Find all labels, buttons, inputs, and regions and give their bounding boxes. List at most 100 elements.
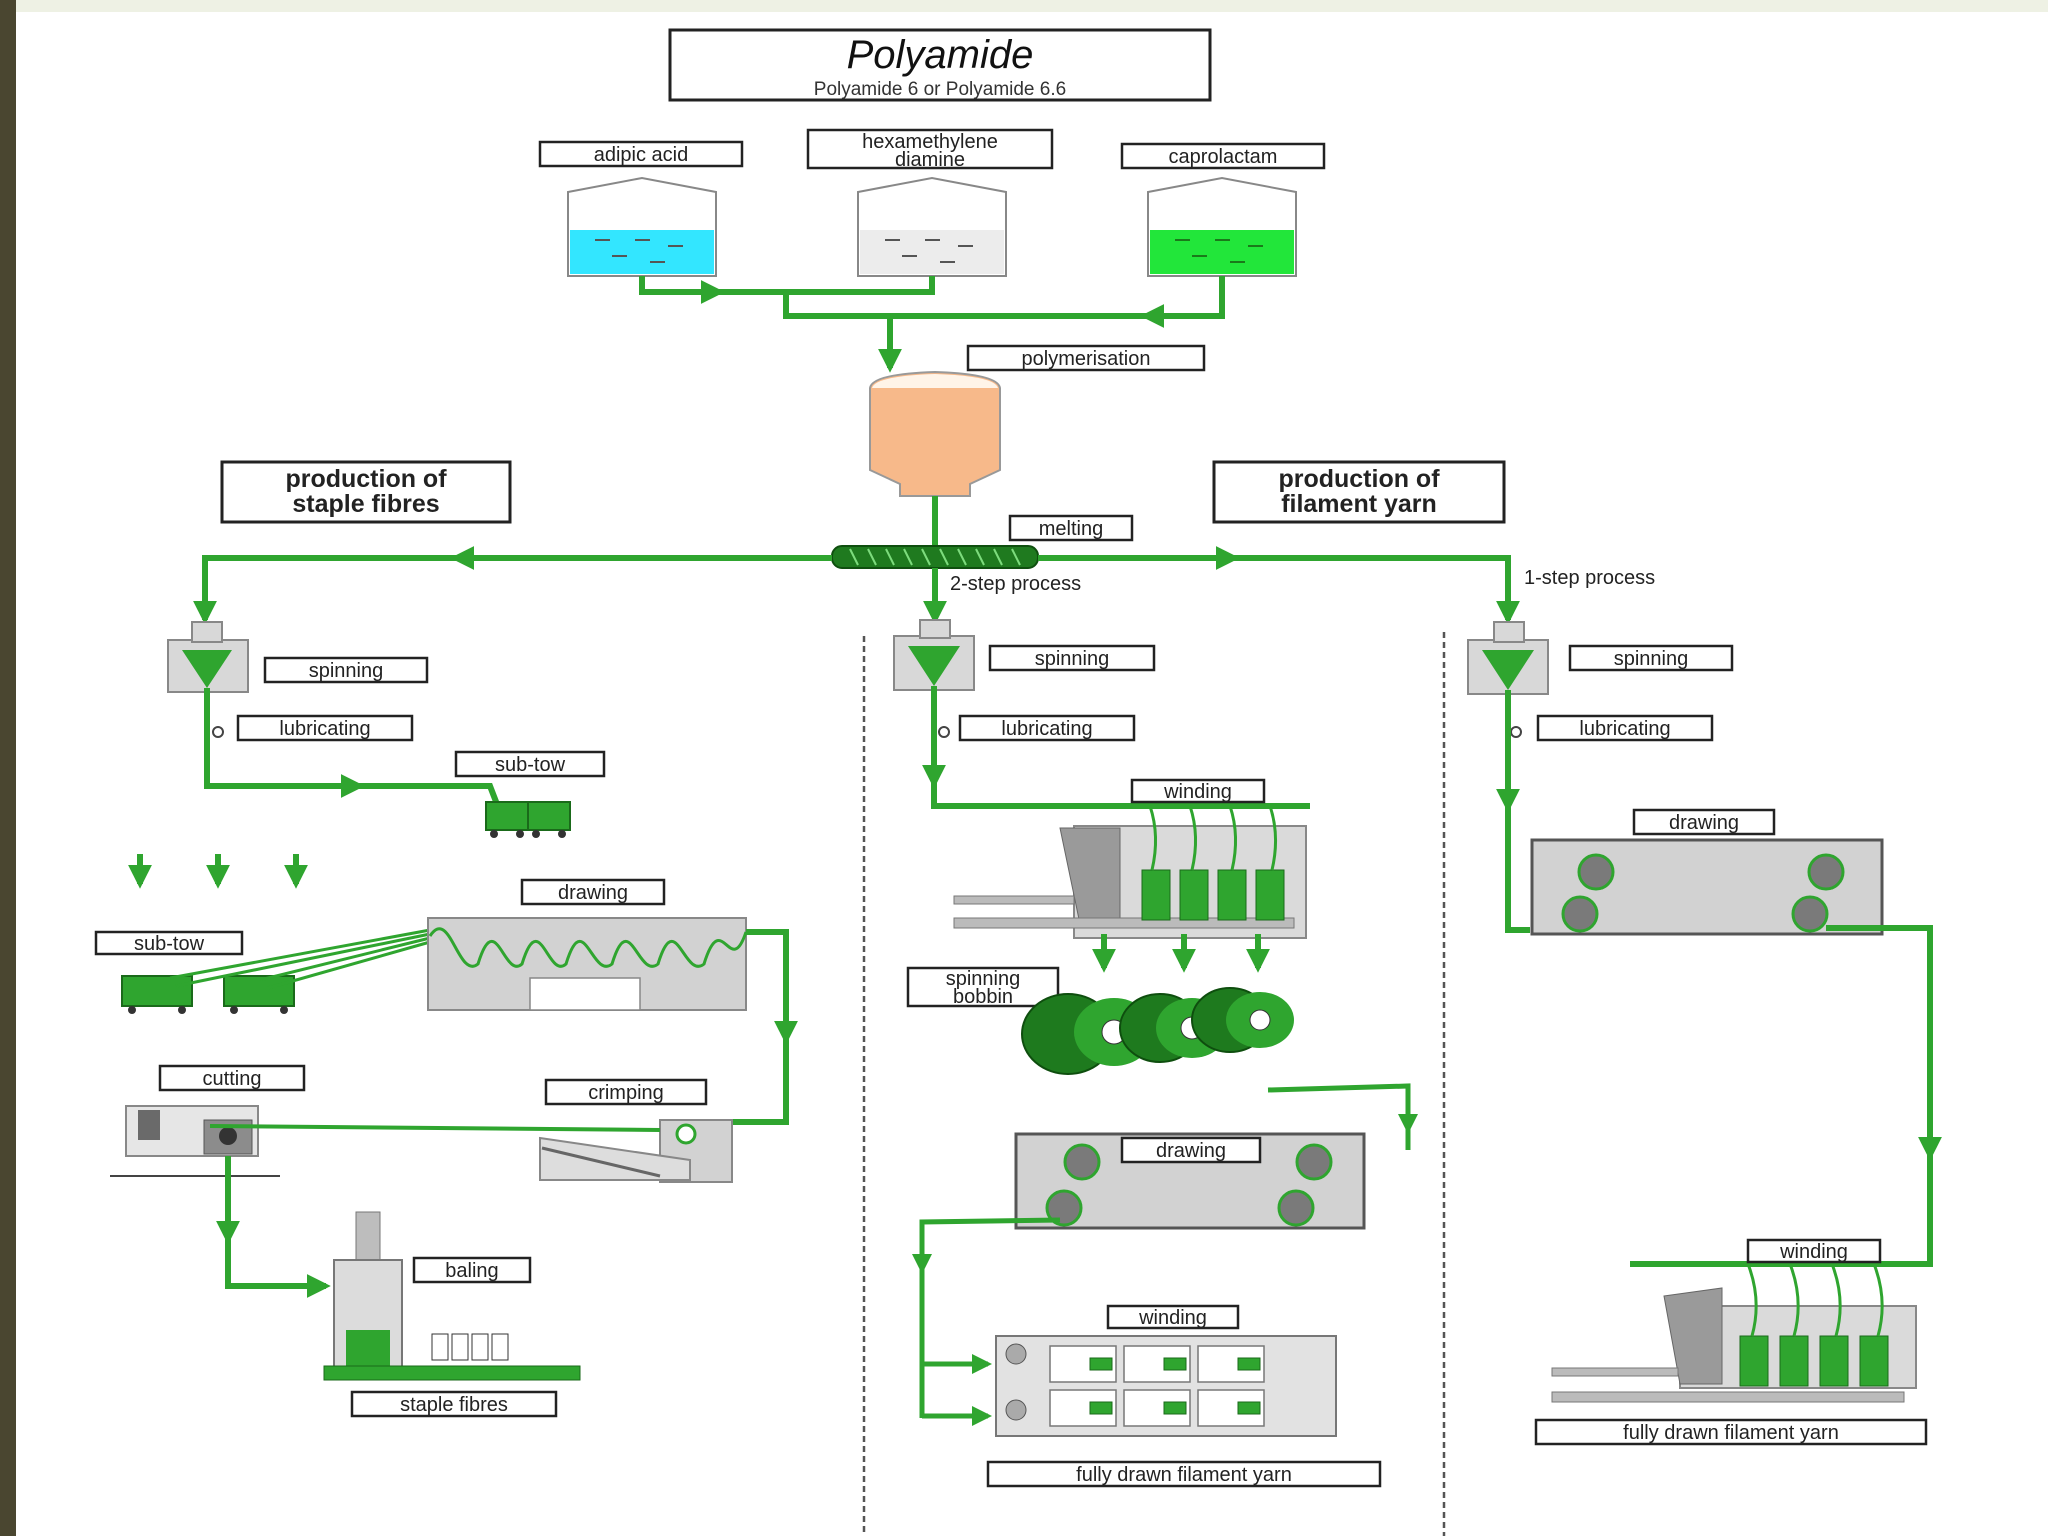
hexamethylene-diamine-label: hexamethylene diamine [806, 128, 1054, 171]
staple-drawing-label: drawing [520, 878, 666, 906]
two-step-spinning-label: spinning [988, 644, 1156, 672]
one-step-drawing-label: drawing [1632, 808, 1776, 836]
staple-lubricating-roll [212, 726, 224, 738]
polymerisation-label: polymerisation [966, 344, 1206, 372]
staple-subtow-label-top: sub-tow [454, 750, 606, 778]
one-step-drawing-machine [1530, 838, 1884, 936]
title-box: Polyamide Polyamide 6 or Polyamide 6.6 [668, 28, 1212, 102]
svg-text:spinning: spinning [946, 968, 1021, 990]
svg-text:winding: winding [1163, 781, 1232, 803]
svg-text:cutting: cutting [203, 1068, 262, 1090]
crimping-to-cutting-line [209, 1124, 661, 1132]
svg-text:filament yarn: filament yarn [1281, 490, 1437, 518]
two-step-output-label: fully drawn filament yarn [986, 1460, 1382, 1488]
subtow-feed-lines [169, 928, 431, 990]
top-border-strip [16, 0, 2048, 12]
svg-text:diamine: diamine [895, 149, 965, 171]
caprolactam-tank [1147, 176, 1297, 277]
one-step-output-label: fully drawn filament yarn [1534, 1418, 1928, 1446]
feed-lines [639, 276, 1225, 373]
svg-text:spinning: spinning [1614, 648, 1689, 670]
adipic-acid-label: adipic acid [538, 140, 744, 168]
svg-text:caprolactam: caprolactam [1169, 146, 1278, 168]
winding-rack [995, 1335, 1337, 1437]
svg-text:lubricating: lubricating [1579, 718, 1670, 740]
svg-text:hexamethylene: hexamethylene [862, 131, 998, 153]
two-step-spinning-line [922, 686, 1310, 809]
spinning-bobbin-label: spinning bobbin [906, 966, 1060, 1008]
staple-drawing-machine [427, 917, 748, 1011]
winding-machine-top [953, 805, 1307, 939]
staple-crimping-label: crimping [544, 1078, 708, 1106]
svg-text:lubricating: lubricating [1001, 718, 1092, 740]
bobbin-drop-arrows [1092, 934, 1270, 973]
svg-text:drawing: drawing [1156, 1140, 1226, 1162]
svg-text:crimping: crimping [588, 1082, 664, 1104]
staple-lubricating-label: lubricating [236, 714, 414, 742]
cutting-to-baling-line [216, 1156, 331, 1298]
svg-text:drawing: drawing [1669, 812, 1739, 834]
one-step-winding-machine [1551, 1263, 1917, 1403]
extruder [831, 545, 1039, 569]
two-step-winding-label-top: winding [1130, 778, 1266, 804]
bobbin-to-drawing-line [1267, 1083, 1418, 1150]
two-step-lubricating-roll [938, 726, 950, 738]
left-border-bar [0, 0, 16, 1536]
svg-text:spinning: spinning [309, 660, 384, 682]
svg-text:polymerisation: polymerisation [1022, 348, 1151, 370]
staple-spinneret [167, 621, 249, 693]
baling-press [323, 1211, 581, 1381]
svg-text:melting: melting [1039, 518, 1103, 540]
one-step-process-label: 1-step process [1524, 567, 1655, 589]
svg-text:drawing: drawing [558, 882, 628, 904]
svg-text:lubricating: lubricating [279, 718, 370, 740]
staple-subtow-label-bottom: sub-tow [94, 930, 244, 956]
subtow-carts-top [485, 801, 571, 838]
one-step-spinning-line [1496, 690, 1530, 933]
one-step-spinning-label: spinning [1568, 644, 1734, 672]
staple-cutting-label: cutting [158, 1064, 306, 1092]
hexamethylene-diamine-tank [857, 176, 1007, 277]
subtow-carts-bottom [121, 975, 295, 1014]
adipic-acid-tank [567, 176, 717, 277]
svg-text:spinning: spinning [1035, 648, 1110, 670]
caprolactam-label: caprolactam [1120, 142, 1326, 170]
svg-text:staple fibres: staple fibres [400, 1394, 508, 1416]
svg-text:sub-tow: sub-tow [134, 933, 205, 955]
svg-text:winding: winding [1138, 1307, 1207, 1329]
title: Polyamide [847, 33, 1034, 77]
svg-text:bobbin: bobbin [953, 986, 1013, 1008]
svg-text:winding: winding [1779, 1241, 1848, 1263]
one-step-winding-label: winding [1746, 1238, 1882, 1264]
crimping-machine [539, 1119, 733, 1183]
two-step-spinneret [893, 619, 975, 691]
staple-spinning-label: spinning [263, 656, 429, 684]
drawing-to-winding-line [912, 1217, 1061, 1426]
one-step-drawing-to-winding-line [1630, 925, 1942, 1267]
two-step-lubricating-label: lubricating [958, 714, 1136, 742]
staple-baling-label: baling [412, 1256, 532, 1284]
svg-text:baling: baling [445, 1260, 498, 1282]
distribution-line [193, 546, 1520, 625]
subtitle: Polyamide 6 or Polyamide 6.6 [814, 79, 1066, 100]
filament-yarn-heading: production of filament yarn [1212, 460, 1506, 524]
two-step-process-label: 2-step process [950, 573, 1081, 595]
svg-text:staple fibres: staple fibres [292, 490, 439, 518]
svg-text:sub-tow: sub-tow [495, 754, 566, 776]
two-step-drawing-label: drawing [1120, 1136, 1262, 1164]
svg-text:adipic acid: adipic acid [594, 144, 689, 166]
staple-fibres-output-label: staple fibres [350, 1390, 558, 1418]
two-step-drawing-rollers [1045, 1143, 1333, 1227]
svg-text:production of: production of [285, 465, 447, 493]
polymerisation-reactor [869, 370, 1001, 497]
cutting-machine [110, 1105, 280, 1177]
two-step-winding-label-bottom: winding [1106, 1304, 1240, 1330]
spinning-bobbins [1021, 987, 1294, 1075]
one-step-spinneret [1467, 621, 1549, 695]
svg-text:fully drawn filament yarn: fully drawn filament yarn [1076, 1464, 1292, 1486]
staple-spinning-line [204, 688, 503, 814]
one-step-lubricating-roll [1510, 726, 1522, 738]
melting-label: melting [1008, 514, 1134, 542]
